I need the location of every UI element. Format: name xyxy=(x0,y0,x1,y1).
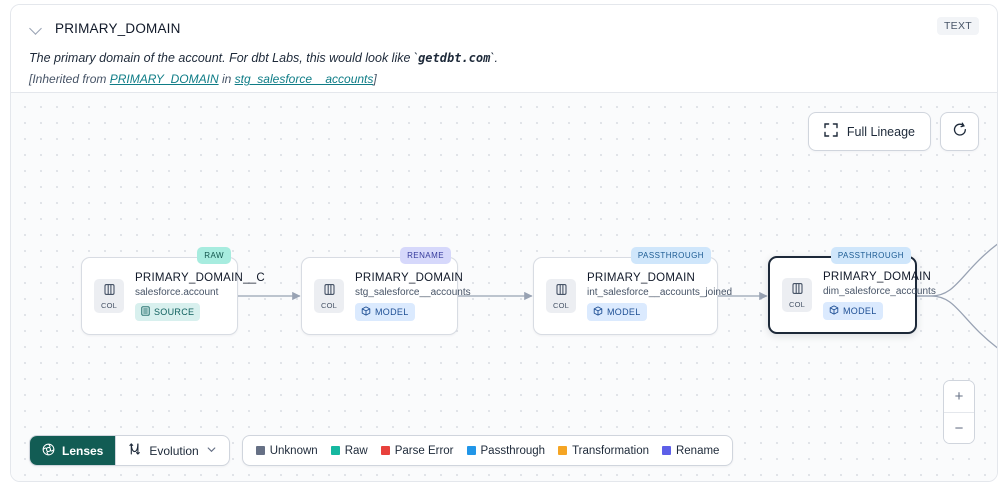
legend-item: Raw xyxy=(330,444,368,457)
legend-label: Unknown xyxy=(269,444,318,457)
legend-item: Passthrough xyxy=(466,444,546,457)
description-suffix: `. xyxy=(490,51,498,65)
cube-icon xyxy=(593,305,603,318)
inherited-model-link[interactable]: stg_salesforce__accounts xyxy=(234,72,374,87)
full-lineage-button[interactable]: Full Lineage xyxy=(807,112,931,151)
node-kind-badge: MODEL xyxy=(355,302,415,321)
legend-label: Rename xyxy=(675,444,720,457)
node-body: PRIMARY_DOMAIN int_salesforce__accounts_… xyxy=(587,272,732,321)
legend-item: Rename xyxy=(661,444,720,457)
inherited-suffix: ] xyxy=(373,72,377,87)
column-icon: COL xyxy=(94,279,124,313)
lineage-canvas[interactable]: Full Lineage RAW xyxy=(11,92,997,481)
column-lineage-panel: PRIMARY_DOMAIN TEXT The primary domain o… xyxy=(10,4,998,482)
legend-label: Transformation xyxy=(572,444,649,457)
column-chip-label: COL xyxy=(788,299,806,309)
status-badge: TEXT xyxy=(936,17,979,35)
column-icon: COL xyxy=(546,279,576,313)
expand-icon xyxy=(824,123,838,140)
column-description: The primary domain of the account. For d… xyxy=(29,49,979,67)
legend-item: Transformation xyxy=(558,445,649,457)
page-title: PRIMARY_DOMAIN xyxy=(55,20,181,36)
node-title: PRIMARY_DOMAIN xyxy=(823,270,932,283)
node-tag-badge: PASSTHROUGH xyxy=(630,247,711,264)
node-kind-label: MODEL xyxy=(375,306,409,317)
lineage-node-selected[interactable]: PASSTHROUGH COL PRIMARY_DOMAIN dim_sales… xyxy=(768,247,936,334)
cube-icon xyxy=(829,304,839,317)
node-subtitle: dim_salesforce_accounts xyxy=(823,285,936,297)
lineage-node[interactable]: PASSTHROUGH COL PRIMARY_DOMAIN int_sales… xyxy=(533,247,732,335)
lenses-button[interactable]: Lenses xyxy=(30,436,116,465)
node-kind-label: MODEL xyxy=(843,305,877,316)
node-subtitle: salesforce.account xyxy=(135,286,219,298)
full-lineage-label: Full Lineage xyxy=(846,124,915,139)
description-prefix: The primary domain of the account. For d… xyxy=(29,51,419,65)
column-glyph xyxy=(323,283,336,300)
canvas-bottom-bar: Lenses Evolution xyxy=(29,435,734,466)
inherited-prefix: [Inherited from xyxy=(29,72,110,87)
column-glyph xyxy=(555,283,568,300)
evolution-label: Evolution xyxy=(149,443,199,458)
column-icon: COL xyxy=(314,279,344,313)
column-chip-label: COL xyxy=(100,300,118,310)
column-glyph xyxy=(103,283,116,300)
node-body: PRIMARY_DOMAIN stg_salesforce__accounts … xyxy=(355,272,471,321)
lens-icon xyxy=(42,443,55,459)
zoom-in-button[interactable]: + xyxy=(944,381,974,412)
database-icon xyxy=(141,305,150,318)
node-tag-badge: RENAME xyxy=(400,247,451,264)
node-kind-badge: MODEL xyxy=(587,302,647,321)
legend-swatch-transformation xyxy=(558,446,568,455)
column-chip-label: COL xyxy=(320,300,338,310)
legend-label: Raw xyxy=(344,444,368,457)
refresh-icon xyxy=(952,122,968,141)
node-body: PRIMARY_DOMAIN__C salesforce.account SOU… xyxy=(135,272,265,321)
node-title: PRIMARY_DOMAIN xyxy=(355,271,464,284)
lenses-label: Lenses xyxy=(62,443,104,458)
refresh-button[interactable] xyxy=(940,112,979,151)
zoom-out-button[interactable]: − xyxy=(944,412,974,443)
node-body: PRIMARY_DOMAIN dim_salesforce_accounts M… xyxy=(823,271,936,320)
legend-label: Parse Error xyxy=(394,444,454,457)
node-title: PRIMARY_DOMAIN__C xyxy=(135,271,265,284)
legend-swatch-parse-error xyxy=(380,446,390,455)
column-glyph xyxy=(791,282,804,299)
node-title: PRIMARY_DOMAIN xyxy=(587,271,696,284)
inherited-mid: in xyxy=(218,72,235,87)
canvas-toolbar: Full Lineage xyxy=(807,112,979,151)
legend-item: Unknown xyxy=(255,444,318,457)
chevron-down-icon[interactable] xyxy=(29,21,43,35)
legend-swatch-passthrough xyxy=(466,446,476,455)
description-code: getdbt.com xyxy=(418,51,491,65)
node-kind-label: SOURCE xyxy=(154,306,195,317)
node-tag-badge: PASSTHROUGH xyxy=(830,247,911,264)
node-tag-badge: RAW xyxy=(197,247,231,264)
inherited-column-link[interactable]: PRIMARY_DOMAIN xyxy=(109,72,219,87)
column-chip-label: COL xyxy=(552,300,570,310)
header-title-row: PRIMARY_DOMAIN xyxy=(29,15,979,41)
legend-swatch-rename xyxy=(661,446,671,455)
panel-header: PRIMARY_DOMAIN TEXT The primary domain o… xyxy=(11,5,997,92)
inherited-from-line: [Inherited from PRIMARY_DOMAIN in stg_sa… xyxy=(29,72,979,86)
evolution-icon xyxy=(128,442,142,459)
evolution-dropdown[interactable]: Evolution xyxy=(115,436,228,465)
legend-swatch-unknown xyxy=(255,446,265,455)
node-kind-badge: MODEL xyxy=(823,301,883,320)
zoom-controls: + − xyxy=(943,380,975,444)
node-kind-badge: SOURCE xyxy=(135,302,201,321)
node-kind-label: MODEL xyxy=(607,306,641,317)
lens-segmented-control: Lenses Evolution xyxy=(29,435,230,466)
lineage-node[interactable]: RAW COL PRIMARY_DOMAIN__C salesforce.acc… xyxy=(81,247,265,335)
legend-swatch-raw xyxy=(330,446,340,455)
lineage-legend: Unknown Raw Parse Error Passthrough Tran… xyxy=(241,435,734,466)
cube-icon xyxy=(361,305,371,318)
lineage-node[interactable]: RENAME COL PRIMARY_DOMAIN stg_salesforce… xyxy=(301,247,471,335)
node-subtitle: stg_salesforce__accounts xyxy=(355,286,471,298)
legend-item: Parse Error xyxy=(380,444,454,457)
column-icon: COL xyxy=(782,278,812,312)
node-subtitle: int_salesforce__accounts_joined xyxy=(587,286,733,298)
chevron-down-icon xyxy=(206,444,217,458)
legend-label: Passthrough xyxy=(480,444,546,457)
